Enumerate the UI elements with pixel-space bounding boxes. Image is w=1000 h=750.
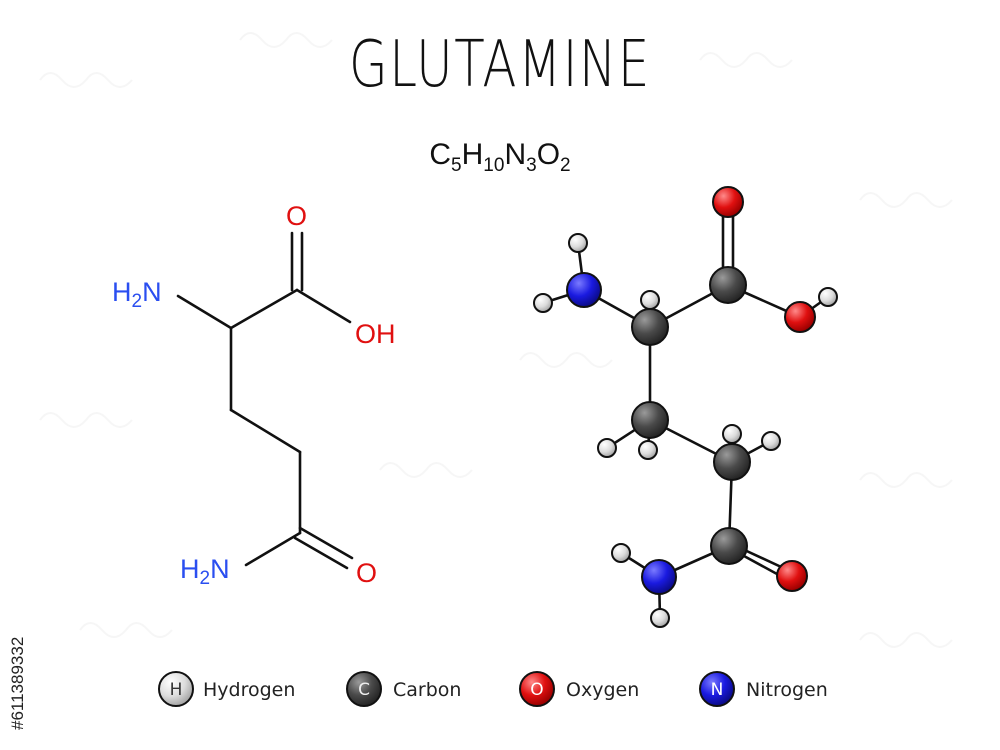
hydrogen-atom [761,431,781,451]
formula-subscript: 5 [451,155,462,176]
formula-subscript: 3 [526,155,537,176]
hydrogen-atom [611,543,631,563]
nitrogen-legend-icon [699,671,735,707]
bond-n-ca [176,294,233,330]
hydrogen-atom [640,290,660,310]
hydrogen-atom [568,233,588,253]
carbon-atom [709,266,747,304]
page-title: GLUTAMINE [348,28,652,102]
nitrogen-atom [641,559,677,595]
bond-cd-n [244,531,302,567]
bond-ca-c [229,288,299,330]
bond-cd-o-double-b [293,536,349,570]
formula-element: N [504,138,527,171]
formula-subscript: 2 [560,155,571,176]
skeletal-structure [176,231,354,570]
carbon-letter: C [358,680,370,700]
formula-subscript: 10 [483,155,505,176]
skeletal-labels: H2N O OH H2N O [112,201,396,589]
hydrogen-atom [650,608,670,628]
formula-element: O [536,138,561,171]
carbon-atom [631,308,669,346]
hydrogen-atom [533,293,553,313]
legend-item-hydrogen: H Hydrogen [158,671,295,707]
oxygen-atom [776,560,808,592]
stock-id-text: #611389332 [8,520,28,730]
oxygen-atom [784,301,816,333]
amine-label: H2N [112,277,162,312]
legend-label-hydrogen: Hydrogen [203,679,295,701]
stock-id-label: #611389332 [8,636,27,730]
bond-cd-o-double-a [298,526,354,560]
legend-item-carbon: C Carbon [346,671,461,707]
bond-c-oh [295,288,352,324]
carbon-atom [710,527,748,565]
model-atoms [533,186,838,628]
hydrogen-atom [638,440,658,460]
hydroxyl-label: OH [355,319,396,349]
legend-label-nitrogen: Nitrogen [746,679,828,701]
legend-item-oxygen: O Oxygen [519,671,639,707]
legend: H Hydrogen C Carbon O Oxygen N Nitrogen [158,671,828,707]
carbon-legend-icon [346,671,382,707]
hydrogen-legend-icon [158,671,194,707]
oxygen-legend-icon [519,671,555,707]
ball-and-stick-model [533,186,838,628]
hydrogen-letter: H [170,680,183,700]
formula-element: H [461,138,484,171]
hydrogen-atom [722,424,742,444]
nitrogen-atom [566,272,602,308]
legend-label-oxygen: Oxygen [566,679,639,701]
legend-label-carbon: Carbon [393,679,461,701]
bond-cb-cg [229,408,302,454]
oxygen-letter: O [530,680,543,700]
carbonyl-oxygen-label: O [286,201,307,231]
amide-oxygen-label: O [356,558,377,588]
amide-nitrogen-label: H2N [180,554,230,589]
carbon-atom [631,401,669,439]
carbon-atom [713,443,751,481]
model-bonds [541,203,830,620]
hydrogen-atom [597,438,617,458]
watermark-pattern [39,32,953,648]
molecular-formula: C5H10N3O2 [0,138,1000,177]
formula-element: C [429,138,452,171]
oxygen-atom [712,186,744,218]
nitrogen-letter: N [711,680,724,700]
legend-item-nitrogen: N Nitrogen [699,671,828,707]
hydrogen-atom [818,287,838,307]
